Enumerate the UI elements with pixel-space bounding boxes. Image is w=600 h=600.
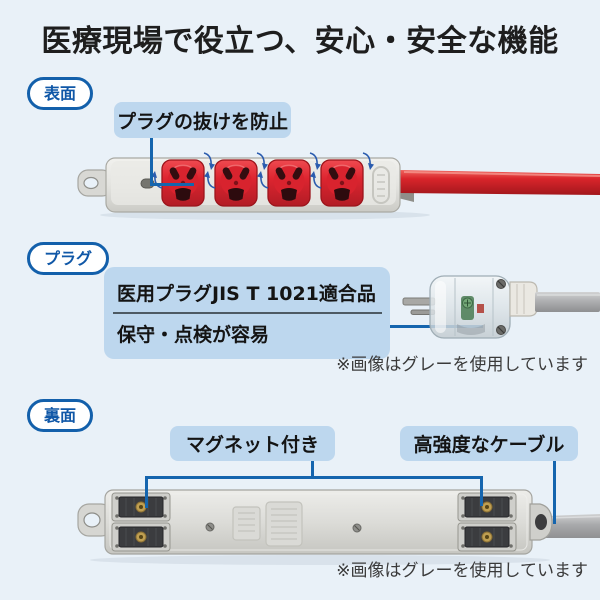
section-badge-front: 表面	[27, 77, 94, 110]
plug-collar	[509, 281, 538, 317]
red-cable	[400, 170, 600, 195]
front-connector-line-vertical	[150, 138, 153, 185]
medical-plug-image	[402, 275, 600, 339]
magnet-connector-left-drop	[145, 476, 148, 508]
section-badge-plug: プラグ	[27, 242, 110, 275]
strip-shadow	[90, 555, 550, 565]
callout-divider	[113, 312, 382, 314]
brand-emboss	[372, 166, 390, 204]
plug-feature-line1: 医用プラグJIS T 1021適合品	[117, 283, 376, 305]
magnet-connector-feed	[311, 461, 314, 478]
gray-cable	[546, 514, 600, 538]
plug-feature-callout: 医用プラグJIS T 1021適合品 保守・点検が容易	[104, 267, 390, 359]
magnet	[457, 522, 517, 552]
magnet	[111, 492, 171, 522]
section-badge-back: 裏面	[27, 399, 94, 432]
outlet	[214, 159, 258, 207]
plug-gray-note: ※画像はグレーを使用しています	[336, 355, 588, 375]
plug-feature-line2: 保守・点検が容易	[117, 324, 270, 346]
cable-feature-callout: 高強度なケーブル	[400, 426, 578, 461]
page-title: 医療現場で役立つ、安心・安全な機能	[41, 24, 559, 59]
spec-emboss-panel	[232, 501, 303, 547]
mounting-tab	[77, 169, 113, 197]
outlet	[267, 159, 311, 207]
rotation-arrowheads	[151, 163, 374, 178]
front-connector-line-horizontal	[150, 183, 194, 186]
magnet-connector-bracket	[145, 476, 483, 479]
plug-cable	[535, 292, 600, 312]
cable-connector-line	[553, 461, 556, 524]
body-screws	[205, 522, 362, 533]
plug-body	[429, 275, 511, 339]
magnet-connector-right-drop	[480, 476, 483, 506]
front-feature-callout: プラグの抜けを防止	[114, 102, 291, 138]
front-power-strip-image	[77, 152, 600, 220]
mounting-tab	[77, 503, 113, 537]
magnet	[111, 522, 171, 552]
plug-prongs	[402, 297, 436, 315]
magnet-feature-callout: マグネット付き	[170, 426, 335, 461]
outlet	[320, 159, 364, 207]
magnet	[457, 492, 517, 522]
back-gray-note: ※画像はグレーを使用しています	[336, 561, 588, 581]
back-power-strip-image	[77, 489, 600, 565]
cable-clamp	[529, 503, 553, 541]
